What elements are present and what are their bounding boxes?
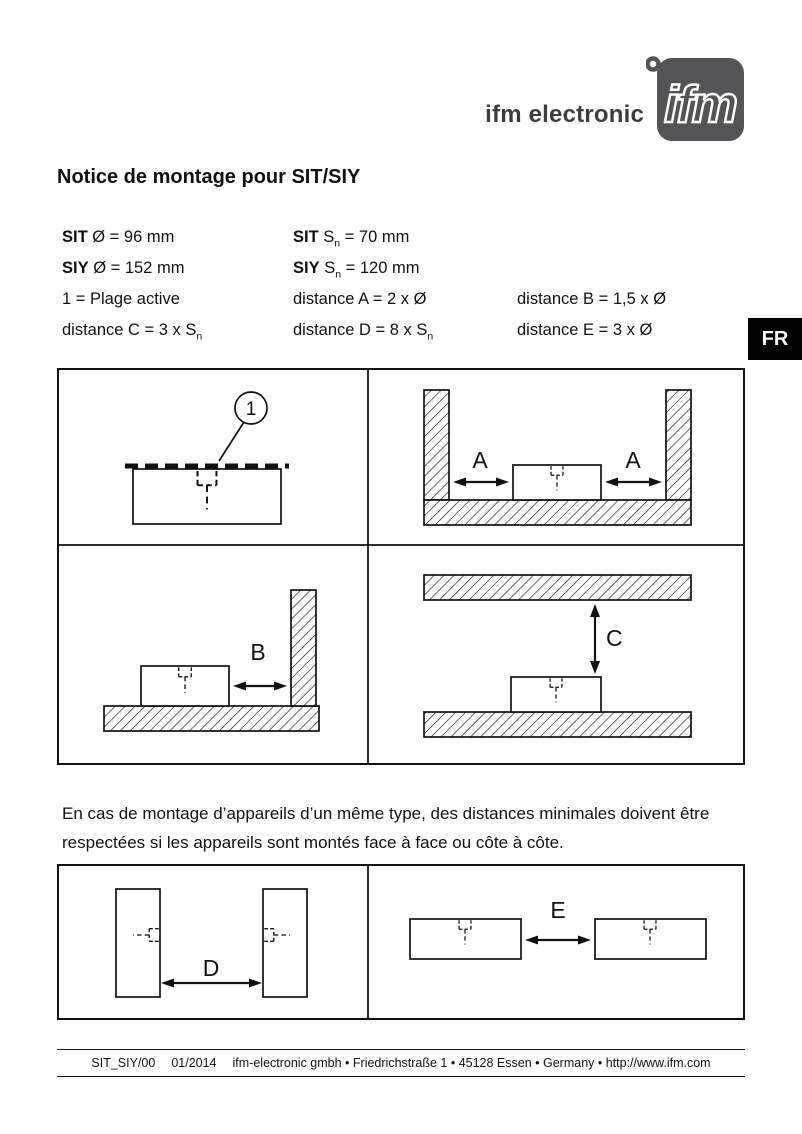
distance-arrow-c bbox=[590, 604, 600, 674]
page-footer: SIT_SIY/00 01/2014 ifm-electronic gmbh •… bbox=[57, 1049, 745, 1077]
footer-doc-ref: SIT_SIY/00 bbox=[91, 1056, 156, 1070]
spec-siy-diameter: SIY Ø = 152 mm bbox=[62, 253, 202, 284]
hatched-wall-left bbox=[423, 389, 450, 501]
distance-arrow-b bbox=[233, 681, 287, 691]
language-badge: FR bbox=[748, 318, 802, 360]
spec-distance-e: distance E = 3 x Ø bbox=[517, 315, 666, 346]
spec-sit-diameter: SIT Ø = 96 mm bbox=[62, 222, 202, 253]
callout-circle bbox=[234, 391, 268, 425]
hatched-ceiling bbox=[423, 574, 692, 601]
distance-arrow-e bbox=[525, 935, 591, 945]
seg-sub: n bbox=[334, 237, 341, 250]
sensor-body-right bbox=[262, 888, 308, 998]
distance-label-c: C bbox=[606, 625, 623, 651]
seg-sub: n bbox=[427, 330, 434, 343]
brand-wordmark: ifm electronic bbox=[485, 101, 644, 128]
spacing-diagram-figure: D E bbox=[57, 864, 745, 1025]
mounting-note: En cas de montage d’appareils d’un même … bbox=[62, 804, 710, 852]
mounting-diagram-grid: 1 A A bbox=[57, 368, 745, 765]
specs-column-2: SIT Sn = 70 mm SIY Sn = 120 mm distance … bbox=[293, 222, 433, 346]
page-title: Notice de montage pour SIT/SIY bbox=[57, 166, 361, 188]
spec-distance-a: distance A = 2 x Ø bbox=[293, 284, 433, 315]
diagram-distance-c: C bbox=[423, 574, 692, 738]
hatched-floor bbox=[423, 711, 692, 738]
hatched-floor bbox=[423, 499, 692, 526]
hatched-floor bbox=[103, 705, 320, 732]
seg-pre: Ø = 152 mm bbox=[88, 259, 185, 277]
seg-pre: Ø = 96 mm bbox=[87, 228, 175, 246]
seg-pre: S bbox=[319, 259, 336, 277]
distance-arrow-d bbox=[161, 978, 262, 988]
callout-pointer-line bbox=[218, 421, 245, 462]
distance-arrow-a-left bbox=[453, 477, 509, 487]
sensor-body bbox=[132, 468, 282, 525]
seg-pre: distance D = 8 x S bbox=[293, 321, 428, 339]
seg-post: = 70 mm bbox=[340, 228, 410, 246]
spec-active-area: 1 = Plage active bbox=[62, 284, 202, 315]
footer-date: 01/2014 bbox=[171, 1056, 217, 1070]
ifm-logo: ifm bbox=[646, 56, 744, 141]
brand-header: ifm electronic ifm bbox=[485, 55, 746, 145]
logo-ring-icon bbox=[646, 56, 661, 72]
diagram-active-area: 1 bbox=[125, 391, 289, 525]
distance-label-a-left: A bbox=[472, 447, 488, 473]
seg-sub: n bbox=[196, 330, 203, 343]
seg-bold: SIT bbox=[293, 228, 319, 246]
diagram-distance-d: D bbox=[115, 888, 308, 998]
diagram-grid-border bbox=[57, 864, 745, 1020]
diagram-distance-b: B bbox=[103, 589, 320, 732]
distance-arrow-a-right bbox=[605, 477, 662, 487]
hatched-wall-right bbox=[665, 389, 692, 501]
specs-column-3: distance B = 1,5 x Ø distance E = 3 x Ø bbox=[517, 222, 666, 346]
seg-bold: SIY bbox=[62, 259, 89, 277]
seg-bold: SIT bbox=[62, 228, 88, 246]
seg-pre: distance A = 2 x Ø bbox=[293, 290, 427, 308]
seg-sub: n bbox=[335, 268, 342, 281]
seg-pre: distance E = 3 x Ø bbox=[517, 321, 653, 339]
specs-column-1: SIT Ø = 96 mm SIY Ø = 152 mm 1 = Plage a… bbox=[62, 222, 202, 346]
seg-pre: distance B = 1,5 x Ø bbox=[517, 290, 667, 308]
seg-pre: distance C = 3 x S bbox=[62, 321, 197, 339]
logo-letters: ifm bbox=[664, 76, 737, 134]
mounting-diagram-figure: 1 A A bbox=[57, 368, 745, 770]
seg-post: = 120 mm bbox=[341, 259, 420, 277]
footer-address: ifm-electronic gmbh • Friedrichstraße 1 … bbox=[232, 1056, 711, 1070]
specs-section: SIT Ø = 96 mm SIY Ø = 152 mm 1 = Plage a… bbox=[57, 222, 745, 352]
distance-label-d: D bbox=[203, 955, 220, 981]
seg-pre: S bbox=[318, 228, 335, 246]
sensor-body bbox=[512, 464, 602, 501]
logo-box bbox=[657, 58, 744, 141]
spec-siy-sn: SIY Sn = 120 mm bbox=[293, 253, 433, 284]
spec-distance-b: distance B = 1,5 x Ø bbox=[517, 284, 666, 315]
diagram-distance-e: E bbox=[409, 897, 707, 960]
diagram-grid-border bbox=[57, 368, 745, 765]
spec-distance-d: distance D = 8 x Sn bbox=[293, 315, 433, 346]
spec-sit-sn: SIT Sn = 70 mm bbox=[293, 222, 433, 253]
sensor-body-left bbox=[115, 888, 161, 998]
callout-label: 1 bbox=[246, 399, 257, 420]
spacing-diagram-grid: D E bbox=[57, 864, 745, 1020]
seg-pre: 1 = Plage active bbox=[62, 290, 180, 308]
distance-label-e: E bbox=[550, 897, 565, 923]
hatched-wall bbox=[290, 589, 317, 707]
sensor-body bbox=[510, 676, 602, 713]
diagram-distance-a: A A bbox=[423, 389, 692, 526]
distance-label-b: B bbox=[250, 639, 265, 665]
spec-distance-c: distance C = 3 x Sn bbox=[62, 315, 202, 346]
seg-bold: SIY bbox=[293, 259, 320, 277]
distance-label-a-right: A bbox=[625, 447, 641, 473]
